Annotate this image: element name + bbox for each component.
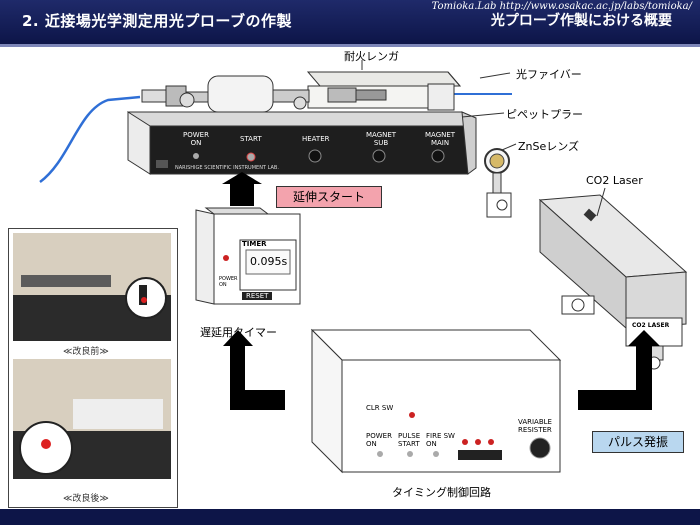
circuit-variable-resister-label: VARIABLE RESISTER [518, 418, 552, 434]
timer-display: 0.095s [250, 255, 288, 268]
fiber-clamp-right [427, 83, 455, 111]
timer-reset-label: RESET [246, 292, 269, 300]
label-znse-lens: ZnSeレンズ [518, 140, 580, 153]
label-refractory-brick: 耐火レンガ [344, 50, 399, 63]
arrow-circuit-to-laser [578, 330, 660, 410]
label-pipette-puller: ピペットプラー [506, 108, 583, 121]
circuit-pulse-start-label: PULSE START [398, 432, 421, 448]
panel-maker-label: NARISHIGE SCIENTIFIC INSTRUMENT LAB. [175, 165, 279, 171]
arrow-circuit-to-timer [223, 330, 285, 410]
circuit-fire-sw-label: FIRE SW ON [426, 432, 455, 448]
footer-text: Tomioka.Lab http://www.osakac.ac.jp/labs… [431, 1, 692, 12]
puller-side [127, 111, 151, 175]
puller-top-edge [127, 111, 471, 127]
panel-magnet-sub-label: MAGNET SUB [366, 131, 397, 147]
page-subtitle: 光プローブ作製における概要 [490, 13, 672, 29]
laser-tag: CO2 LASER [632, 322, 670, 329]
photo-frame: ≪改良前≫ ≪改良後≫ [8, 228, 178, 508]
timer-power-label: POWER ON [219, 276, 238, 288]
timing-circuit-box [341, 359, 561, 473]
caption-after: ≪改良後≫ [63, 494, 109, 504]
panel-magnet-main-label: MAGNET MAIN [425, 131, 456, 147]
spring-coil [355, 89, 387, 101]
panel-power-label: POWER ON [183, 131, 209, 147]
puller-panel [149, 125, 469, 175]
panel-heater-label: HEATER [302, 135, 330, 143]
photo-after [13, 359, 171, 479]
power-switch-knob [193, 153, 199, 159]
photo-before [13, 233, 171, 341]
label-delay-timer: 遅延用タイマー [200, 326, 277, 339]
header-bar [0, 0, 700, 44]
label-co2-laser: CO2 Laser [586, 174, 643, 187]
header-divider [0, 44, 700, 47]
optical-fiber-line [39, 95, 141, 184]
circuit-power-label: POWER ON [366, 432, 392, 448]
stretch-start-callout: 延伸スタート [276, 186, 382, 208]
circuit-clr-sw-label: CLR SW [366, 404, 394, 412]
caption-before: ≪改良前≫ [63, 347, 109, 357]
fiber-chuck-left [141, 89, 167, 103]
label-optical-fiber: 光ファイバー [516, 68, 582, 81]
panel-start-label: START [240, 135, 262, 143]
pulse-callout: パルス発振 [592, 431, 684, 453]
timer-title: TIMER [242, 240, 267, 248]
page-title: 2. 近接場光学測定用光プローブの作製 [22, 12, 292, 30]
heater-cylinder [207, 75, 274, 113]
label-timing-circuit: タイミング制御回路 [392, 486, 491, 499]
footer-bar [0, 509, 700, 525]
